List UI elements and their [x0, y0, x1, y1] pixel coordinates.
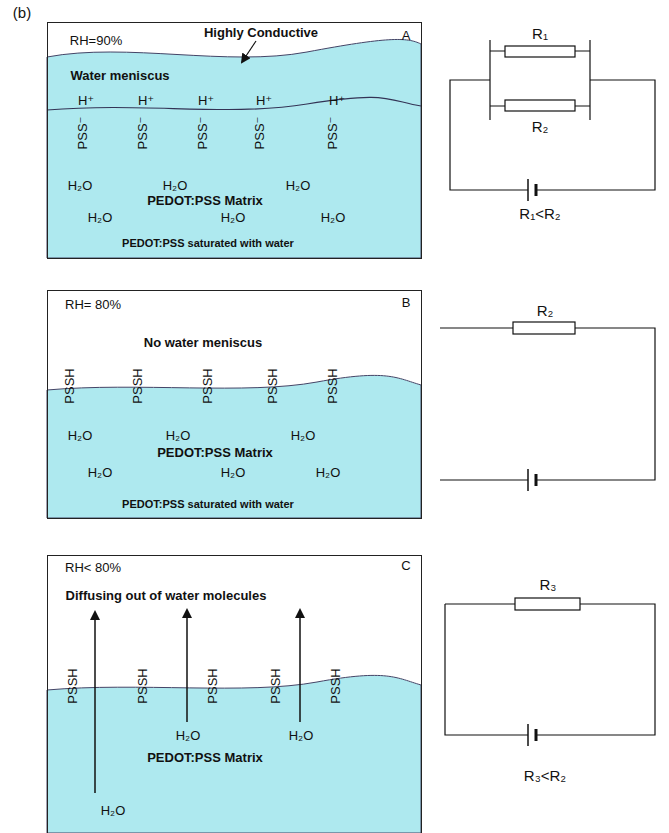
matrix-label: PEDOT:PSS Matrix: [147, 194, 263, 208]
ion: H⁺: [138, 94, 154, 108]
leader-arrow: [242, 41, 256, 62]
water-region: [47, 39, 421, 258]
ion: PSS⁻: [136, 117, 150, 150]
panel-letter: A: [402, 29, 411, 43]
region-label: Water meniscus: [70, 69, 169, 83]
circuit-a: [450, 40, 655, 201]
molecule: H₂O: [286, 179, 311, 193]
molecule: H₂O: [166, 429, 191, 443]
molecule: H₂O: [316, 466, 341, 480]
ion: H⁺: [256, 94, 272, 108]
panel-letter: B: [402, 296, 411, 310]
group: PSSH: [326, 368, 340, 403]
molecule: H₂O: [291, 429, 316, 443]
rh-label: RH=90%: [70, 34, 122, 48]
resistor-label: R₂: [537, 302, 554, 319]
group: PSSH: [201, 368, 215, 403]
molecule: H₂O: [176, 729, 201, 743]
relation-label: R₃<R₂: [524, 767, 566, 784]
panel-a: RH=90% Highly Conductive A Water meniscusH⁺…: [47, 22, 422, 259]
rh-label: RH< 80%: [65, 561, 121, 575]
ion: H⁺: [329, 94, 345, 108]
panel-b: RH= 80% B No water meniscusPSSH PSSH PSSH PSS…: [47, 290, 422, 519]
molecule: H₂O: [68, 179, 93, 193]
molecule: H₂O: [68, 429, 93, 443]
molecule: H₂O: [221, 211, 246, 225]
group: PSSH: [66, 668, 80, 703]
group: PSSH: [269, 668, 283, 703]
molecule: H₂O: [88, 466, 113, 480]
group: PSSH: [131, 368, 145, 403]
callout-text: Diffusing out of water molecules: [66, 589, 267, 603]
molecule: H₂O: [101, 804, 126, 818]
matrix-label: PEDOT:PSS Matrix: [147, 751, 263, 765]
matrix-note: PEDOT:PSS saturated with water: [122, 237, 294, 249]
ion: PSS⁻: [76, 117, 90, 150]
label-b: (b): [13, 4, 31, 21]
diffusion-arrow: [94, 612, 96, 793]
molecule: H₂O: [163, 179, 188, 193]
diffusion-arrow: [186, 610, 188, 722]
ion: H⁺: [198, 94, 214, 108]
group: PSSH: [206, 668, 220, 703]
molecule: H₂O: [289, 729, 314, 743]
molecule: H₂O: [321, 211, 346, 225]
matrix-region: [47, 375, 421, 518]
molecule: H₂O: [88, 211, 113, 225]
resistor-label: R₃: [540, 576, 557, 593]
callout-text: Highly Conductive: [204, 26, 318, 40]
resistor-label: R₁: [532, 25, 548, 42]
ion: PSS⁻: [196, 117, 210, 150]
ion: PSS⁻: [326, 117, 340, 150]
ion: H⁺: [78, 94, 94, 108]
group: PSSH: [266, 368, 280, 403]
rh-label: RH= 80%: [65, 298, 121, 312]
molecule: H₂O: [221, 466, 246, 480]
region-label: No water meniscus: [144, 336, 263, 350]
group: PSSH: [63, 368, 77, 403]
relation-label: R₁<R₂: [519, 205, 560, 222]
resistor-label: R₂: [532, 118, 549, 135]
diffusion-arrow: [299, 610, 301, 722]
ion: PSS⁻: [253, 117, 267, 150]
matrix-note: PEDOT:PSS saturated with water: [122, 498, 294, 510]
matrix-region: [47, 675, 421, 833]
matrix-label: PEDOT:PSS Matrix: [157, 446, 273, 460]
group: PSSH: [329, 668, 343, 703]
circuit-c: [445, 598, 655, 746]
panel-c: RH< 80% C Diffusing out of water molecules…: [47, 555, 422, 833]
group: PSSH: [136, 668, 150, 703]
circuit-b: [440, 322, 655, 491]
panel-letter: C: [401, 559, 410, 573]
interface-line: [47, 97, 421, 110]
